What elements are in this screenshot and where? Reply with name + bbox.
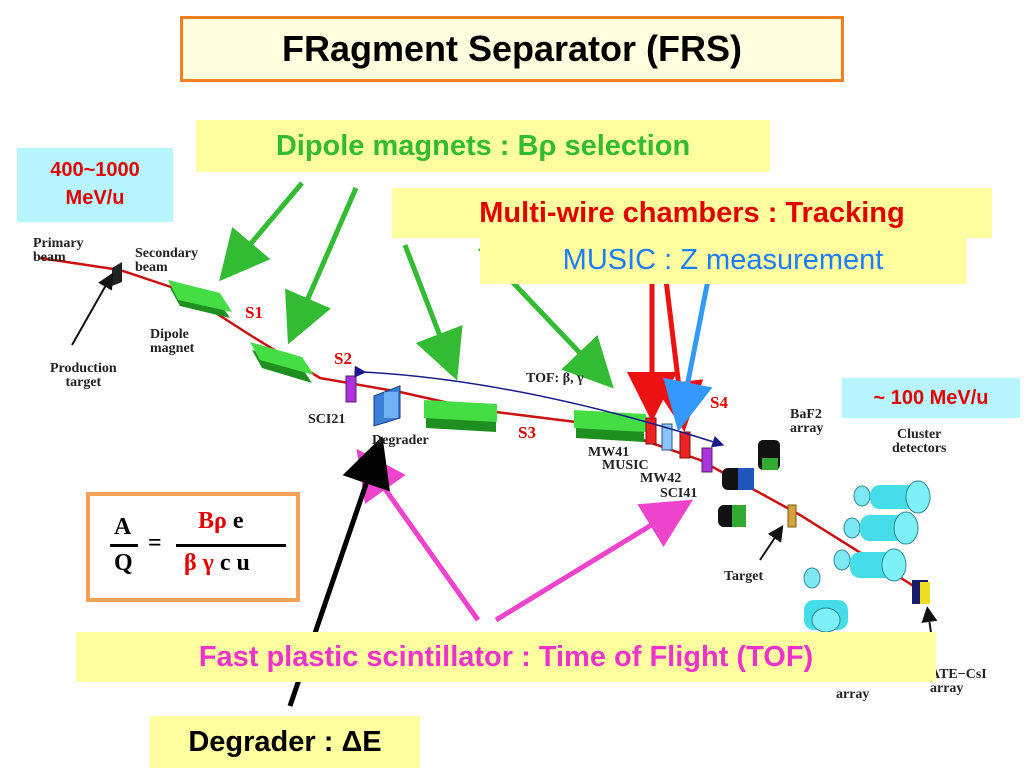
label-music: MUSIC: [602, 458, 649, 473]
formula-e: e: [226, 508, 244, 534]
label-array: array: [836, 687, 870, 702]
label-sci41: SCI41: [660, 486, 698, 501]
arrow-blue: [663, 279, 713, 432]
label-s2: S2: [334, 349, 352, 368]
label-tof: TOF: β, γ: [526, 371, 584, 386]
formula-a: A: [114, 514, 132, 540]
label-dipole-magnet: Dipole magnet: [150, 327, 195, 356]
arrow-red-2: [653, 279, 704, 432]
page-title: FRagment Separator (FRS): [180, 16, 844, 82]
energy-output-box: ~ 100 MeV/u: [842, 378, 1020, 418]
arrow-green-2: [285, 187, 359, 345]
mw42-detector: [679, 431, 691, 459]
production-target: [112, 262, 122, 286]
music-callout: MUSIC : Z measurement: [480, 238, 966, 284]
formula-beta-gamma: β γ: [184, 550, 214, 576]
formula-cu: c u: [213, 550, 250, 576]
dipole-callout: Dipole magnets : Bρ selection: [196, 120, 770, 172]
aq-formula: A Q = Bρ e β γ c u: [86, 492, 300, 602]
arrow-green-1: [219, 181, 304, 282]
arrow-green-3: [402, 244, 463, 381]
label-mw42: MW42: [640, 471, 682, 486]
dipole-magnet-2: [250, 342, 314, 383]
scintillator-callout: Fast plastic scintillator : Time of Flig…: [76, 632, 936, 682]
formula-q: Q: [114, 550, 133, 576]
label-ate-csi-array: ATE−CsI array: [930, 667, 987, 696]
label-s4: S4: [710, 393, 728, 412]
label-s3: S3: [518, 423, 536, 442]
dipole-magnet-3: [424, 400, 497, 432]
cluster-detectors: [803, 480, 931, 633]
label-degrader: Degrader: [372, 433, 429, 448]
mwpc-callout: Multi-wire chambers : Tracking: [392, 188, 992, 238]
label-s1: S1: [245, 303, 263, 322]
dipole-magnet-4: [574, 410, 646, 442]
dipole-magnet-1: [168, 280, 232, 318]
sci41-detector: [701, 447, 713, 473]
formula-numerator: Bρ e: [198, 508, 244, 535]
formula-equals: =: [148, 530, 162, 556]
energy-input-box: 400~1000 MeV/u: [17, 148, 173, 222]
label-sci21: SCI21: [308, 412, 346, 427]
sci21-detector: [345, 375, 357, 403]
secondary-target: [787, 504, 797, 528]
label-mw41: MW41: [588, 445, 630, 460]
degrader-callout: Degrader : ΔE: [150, 716, 420, 768]
label-secondary-beam: Secondary beam: [135, 246, 198, 275]
formula-denominator: β γ c u: [184, 550, 250, 577]
formula-brho: Bρ: [198, 508, 227, 534]
arrow-magenta-1: [356, 448, 481, 622]
arrow-magenta-2: [494, 499, 694, 623]
label-target: Target: [724, 569, 764, 584]
label-cluster-detectors: Cluster detectors: [892, 427, 947, 456]
baf2-array: [718, 440, 780, 527]
formula-rhs-line: [176, 544, 286, 547]
label-baf2-array: BaF2 array: [790, 407, 824, 436]
label-production-target: Production target: [50, 361, 117, 390]
formula-lhs-line: [110, 544, 138, 547]
label-primary-beam: Primary beam: [33, 236, 84, 265]
